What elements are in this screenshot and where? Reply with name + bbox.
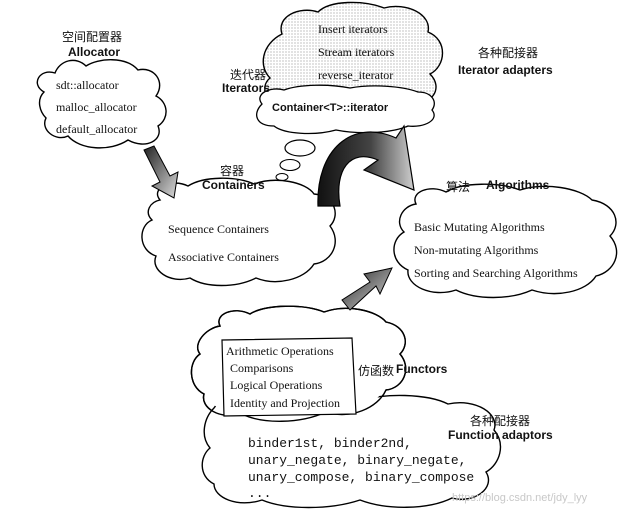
function-adaptor-line: binder1st, binder2nd,: [248, 436, 412, 451]
iterator-item: Stream iterators: [318, 45, 395, 59]
algorithms-cloud: [393, 183, 618, 299]
algorithm-item: Non-mutating Algorithms: [414, 243, 539, 257]
iterator-core-cloud: [256, 84, 435, 135]
arrow-functors-to-algorithms: [341, 267, 393, 311]
iterator-item: Insert iterators: [318, 22, 388, 36]
function-adaptors-title-zh: 各种配接器: [470, 414, 531, 428]
functor-item: Arithmetic Operations: [226, 344, 334, 358]
algorithms-title-zh: 算法: [446, 180, 471, 194]
algorithm-item: Basic Mutating Algorithms: [414, 220, 545, 234]
allocator-item: sdt::allocator: [56, 78, 119, 92]
containers-cloud: [141, 177, 336, 287]
arrow-iterator-bridge: [317, 124, 415, 207]
container-item: Associative Containers: [168, 250, 279, 264]
functor-item: Identity and Projection: [230, 396, 340, 410]
functors-title: Functors: [396, 362, 448, 376]
algorithms-title: Algorithms: [486, 178, 550, 192]
iterator-adapters-title-zh: 各种配接器: [478, 46, 539, 60]
bubble-3: [275, 173, 289, 181]
containers-title-zh: 容器: [220, 164, 245, 178]
functor-item: Logical Operations: [230, 378, 323, 392]
bubble-1: [284, 139, 316, 157]
functions-box: [221, 337, 357, 417]
bubble-2: [279, 158, 301, 172]
function-adaptor-line: unary_compose, binary_compose: [248, 470, 475, 485]
iterator-core-label: Container<T>::iterator: [272, 102, 389, 114]
container-item: Sequence Containers: [168, 222, 269, 236]
iterators-title: Iterators: [222, 81, 271, 95]
functors-title-zh: 仿函数: [358, 364, 395, 378]
containers-title: Containers: [202, 178, 265, 192]
function-adaptors-title: Function adaptors: [448, 428, 553, 442]
function-adaptor-line: unary_negate, binary_negate,: [248, 453, 467, 468]
allocator-title-zh: 空间配置器: [62, 30, 123, 44]
iterator-adapters-title: Iterator adapters: [458, 63, 553, 77]
allocator-cloud: [36, 59, 167, 149]
algorithm-item: Sorting and Searching Algorithms: [414, 266, 578, 280]
iterator-item: reverse_iterator: [318, 68, 394, 82]
allocator-item: default_allocator: [56, 122, 138, 136]
allocator-item: malloc_allocator: [56, 100, 137, 114]
iterators-title-zh: 迭代器: [230, 68, 267, 82]
allocator-title: Allocator: [68, 45, 121, 59]
functor-item: Comparisons: [230, 361, 294, 375]
function-adaptor-line: ...: [248, 486, 272, 501]
arrow-allocator-to-containers: [143, 145, 179, 199]
watermark: https://blog.csdn.net/jdy_lyy: [452, 492, 588, 504]
